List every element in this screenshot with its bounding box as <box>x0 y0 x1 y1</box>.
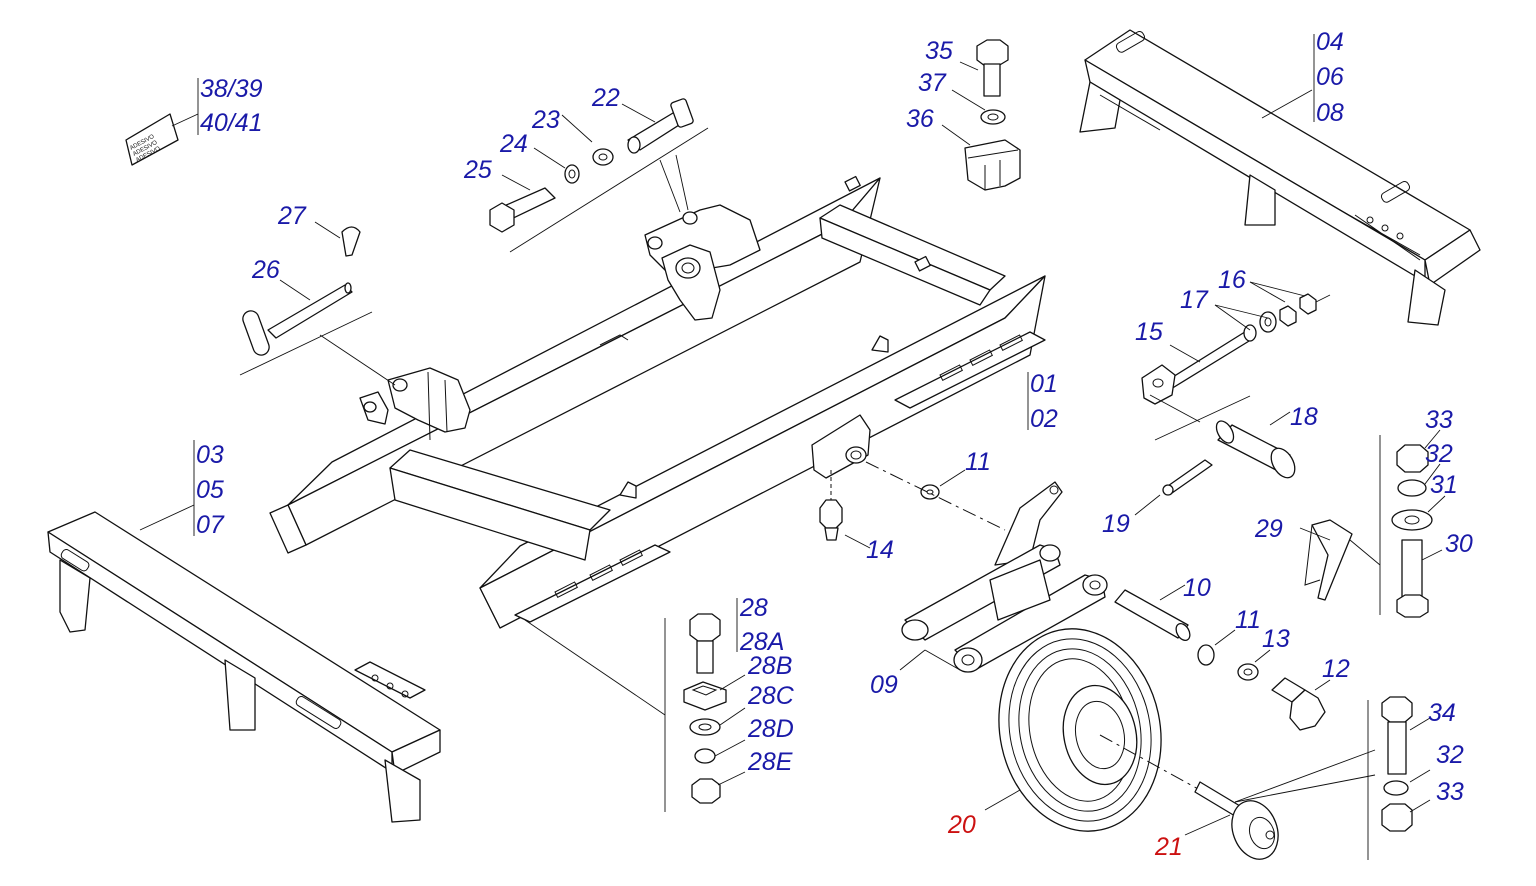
label-14: 14 <box>866 536 894 564</box>
label-32-top: 32 <box>1425 440 1453 468</box>
label-30: 30 <box>1445 530 1473 558</box>
label-09: 09 <box>870 671 898 699</box>
toolbar-rear <box>1079 29 1481 326</box>
label-31: 31 <box>1430 471 1458 499</box>
grease-fitting-group <box>819 461 1006 549</box>
bolt-34-group <box>1367 696 1431 860</box>
label-06: 06 <box>1316 63 1344 91</box>
label-01: 01 <box>1030 370 1058 398</box>
axle-pin-group <box>1114 584 1331 731</box>
bolt-28-group <box>524 598 746 812</box>
label-22: 22 <box>591 84 620 112</box>
label-18: 18 <box>1290 403 1318 431</box>
label-33-bottom: 33 <box>1436 778 1464 806</box>
label-11-top: 11 <box>965 448 991 476</box>
sleeve-18-group <box>1134 411 1296 516</box>
bolt-35-group <box>941 39 1021 191</box>
label-28D: 28D <box>747 715 794 743</box>
label-28A: 28A <box>739 628 784 656</box>
label-15: 15 <box>1135 318 1163 346</box>
label-02: 02 <box>1030 405 1058 433</box>
label-21: 21 <box>1154 833 1183 861</box>
label-20: 20 <box>947 811 976 839</box>
label-37: 37 <box>918 69 947 97</box>
hitch-pin-group <box>239 221 396 386</box>
pin-22-group <box>489 98 709 253</box>
label-35: 35 <box>925 37 953 65</box>
label-33-top: 33 <box>1425 406 1453 434</box>
label-27: 27 <box>277 202 307 230</box>
label-24: 24 <box>499 130 528 158</box>
wheel-20 <box>984 628 1201 832</box>
label-07: 07 <box>196 511 225 539</box>
label-32-bottom: 32 <box>1436 741 1464 769</box>
label-36: 36 <box>906 105 934 133</box>
label-04: 04 <box>1316 28 1344 56</box>
label-17: 17 <box>1180 286 1209 314</box>
label-40-41: 40/41 <box>200 109 263 137</box>
main-frame <box>269 175 1046 629</box>
label-05: 05 <box>196 476 224 504</box>
toolbar-front <box>47 440 441 823</box>
label-28B: 28B <box>747 652 792 680</box>
label-34: 34 <box>1428 699 1456 727</box>
label-28C: 28C <box>747 682 795 710</box>
part-29-33-group <box>1299 429 1446 618</box>
label-26: 26 <box>251 256 280 284</box>
sticker-part: ADESIVO ADESIVO ADESIVO <box>125 78 199 166</box>
label-29: 29 <box>1254 515 1283 543</box>
label-03: 03 <box>196 441 224 469</box>
label-10: 10 <box>1183 574 1211 602</box>
label-28: 28 <box>739 594 768 622</box>
label-08: 08 <box>1316 99 1344 127</box>
label-13: 13 <box>1262 625 1290 653</box>
label-28E: 28E <box>747 748 793 776</box>
label-25: 25 <box>463 156 492 184</box>
wheel-arm-09 <box>899 481 1108 673</box>
label-11-bottom: 11 <box>1235 606 1261 634</box>
hub-21 <box>1184 749 1376 860</box>
bolt-15-group <box>1141 281 1331 441</box>
label-19: 19 <box>1102 510 1130 538</box>
label-12: 12 <box>1322 655 1350 683</box>
label-38-39: 38/39 <box>200 75 263 103</box>
part-labels: 38/39 40/41 22 23 24 25 27 26 35 37 36 0… <box>196 28 1473 861</box>
label-16: 16 <box>1218 266 1246 294</box>
label-23: 23 <box>531 106 560 134</box>
